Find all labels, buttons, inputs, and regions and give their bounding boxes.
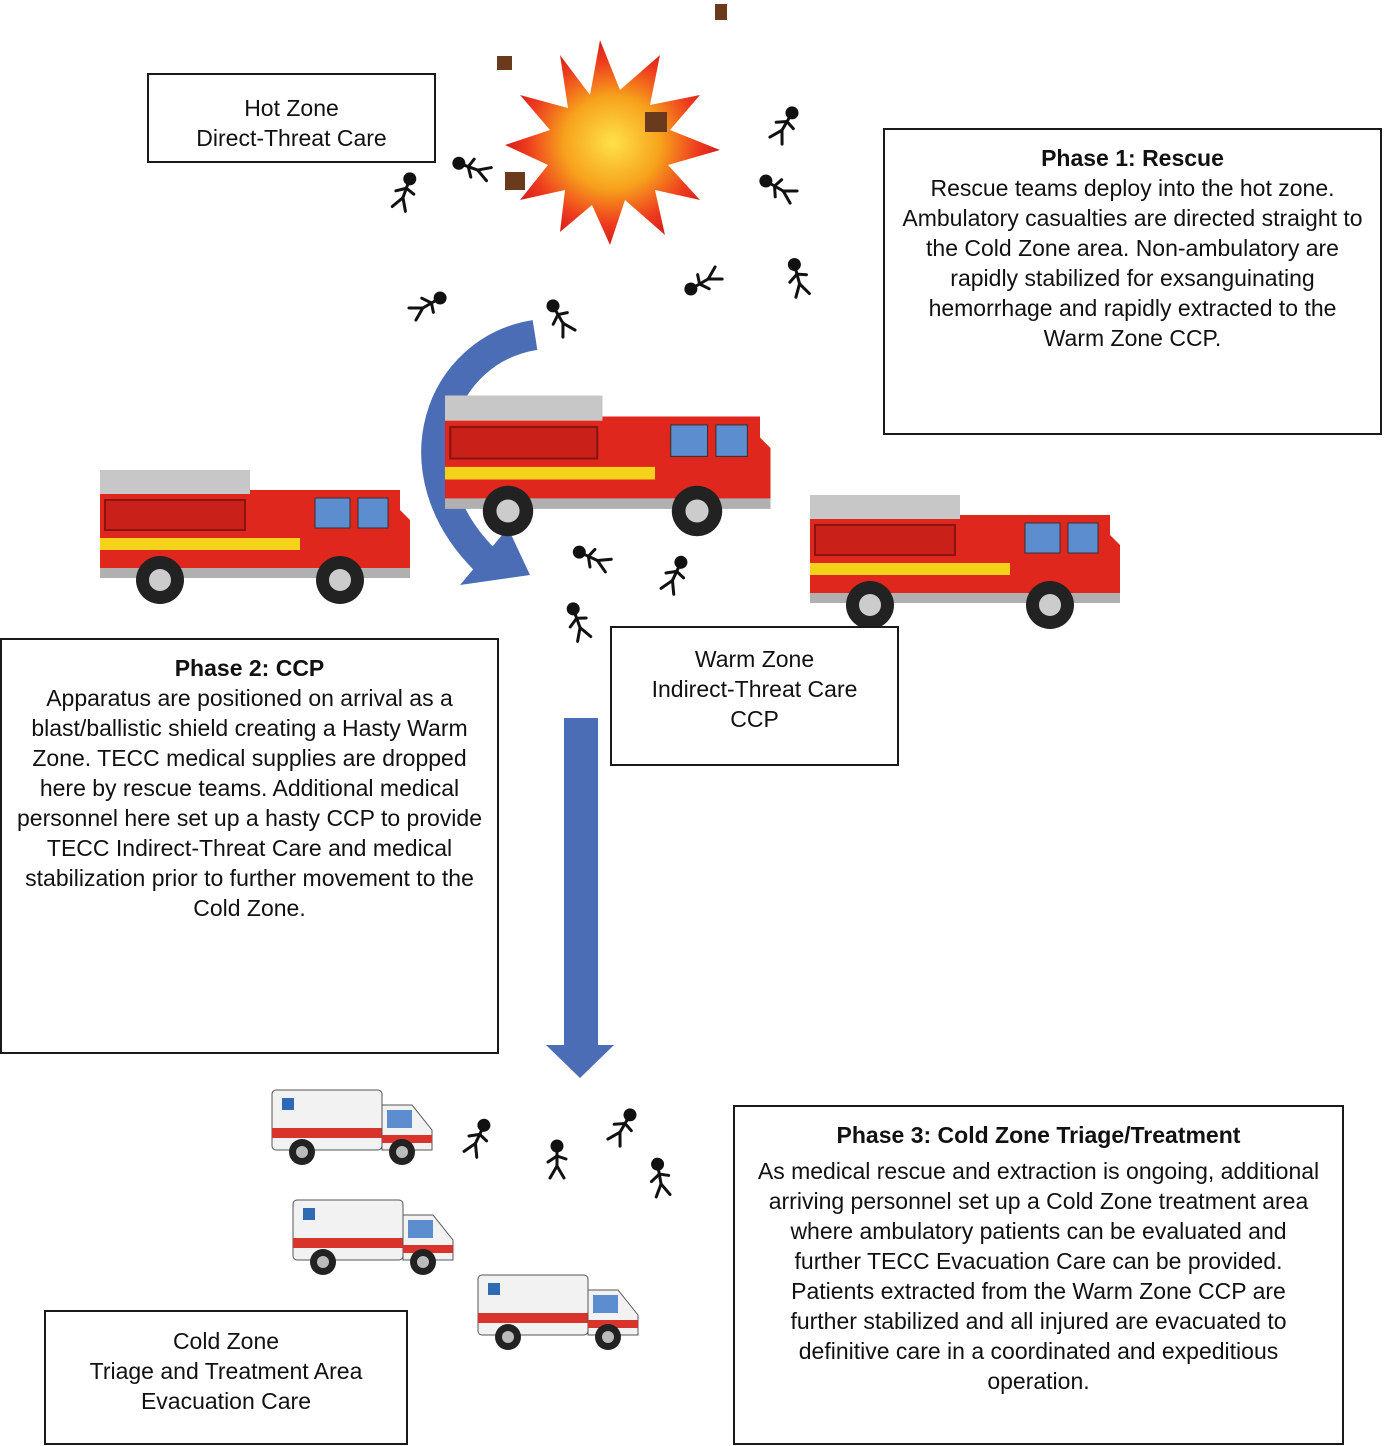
cold-zone-care: Evacuation Care — [140, 1388, 312, 1414]
ambulance-icon — [292, 1199, 454, 1276]
explosion-icon — [497, 4, 727, 245]
phase1-body: Rescue teams deploy into the hot zone. A… — [902, 175, 1363, 351]
phase3-body: As medical rescue and extraction is ongo… — [757, 1158, 1320, 1394]
person-icon — [646, 1156, 674, 1199]
cold-zone-box: Cold Zone Triage and Treatment Area Evac… — [44, 1310, 408, 1445]
down-arrow — [546, 718, 614, 1078]
cold-zone-area: Triage and Treatment Area — [89, 1358, 363, 1384]
person-icon — [657, 552, 693, 597]
person-icon — [546, 1139, 568, 1180]
person-icon — [782, 255, 813, 300]
person-icon — [541, 295, 579, 340]
hot-zone-box: Hot Zone Direct-Threat Care — [147, 73, 436, 163]
hot-zone-care: Direct-Threat Care — [196, 125, 387, 151]
person-icon — [449, 151, 494, 185]
warm-zone-box: Warm Zone Indirect-Threat Care CCP — [610, 626, 899, 766]
phase2-title: Phase 2: CCP — [174, 655, 325, 681]
person-icon — [406, 286, 451, 324]
curved-arrow — [421, 320, 538, 585]
person-icon — [388, 169, 422, 214]
ambulance-icon — [477, 1274, 639, 1351]
phase1-box: Phase 1: Rescue Rescue teams deploy into… — [883, 128, 1382, 435]
fire-truck-icon — [443, 394, 772, 538]
person-icon — [604, 1104, 642, 1149]
person-icon — [766, 102, 804, 147]
ambulance-icon — [271, 1089, 433, 1166]
fire-truck-icon — [809, 494, 1121, 630]
fire-truck-icon — [99, 469, 411, 605]
person-icon — [755, 169, 800, 207]
phase1-title: Phase 1: Rescue — [1041, 145, 1224, 171]
person-icon — [460, 1115, 496, 1160]
phase3-title: Phase 3: Cold Zone Triage/Treatment — [836, 1122, 1241, 1148]
warm-zone-label: Warm Zone — [694, 646, 815, 672]
phase2-box: Phase 2: CCP Apparatus are positioned on… — [0, 638, 499, 1054]
hot-zone-label: Hot Zone — [244, 95, 339, 121]
cold-zone-label: Cold Zone — [172, 1328, 280, 1354]
person-icon — [680, 263, 725, 301]
warm-zone-ccp: CCP — [730, 706, 779, 732]
phase3-box: Phase 3: Cold Zone Triage/Treatment As m… — [733, 1105, 1344, 1445]
phase2-body: Apparatus are positioned on arrival as a… — [17, 685, 482, 921]
warm-zone-care: Indirect-Threat Care — [651, 676, 858, 702]
person-icon — [569, 540, 614, 576]
person-icon — [561, 599, 595, 644]
